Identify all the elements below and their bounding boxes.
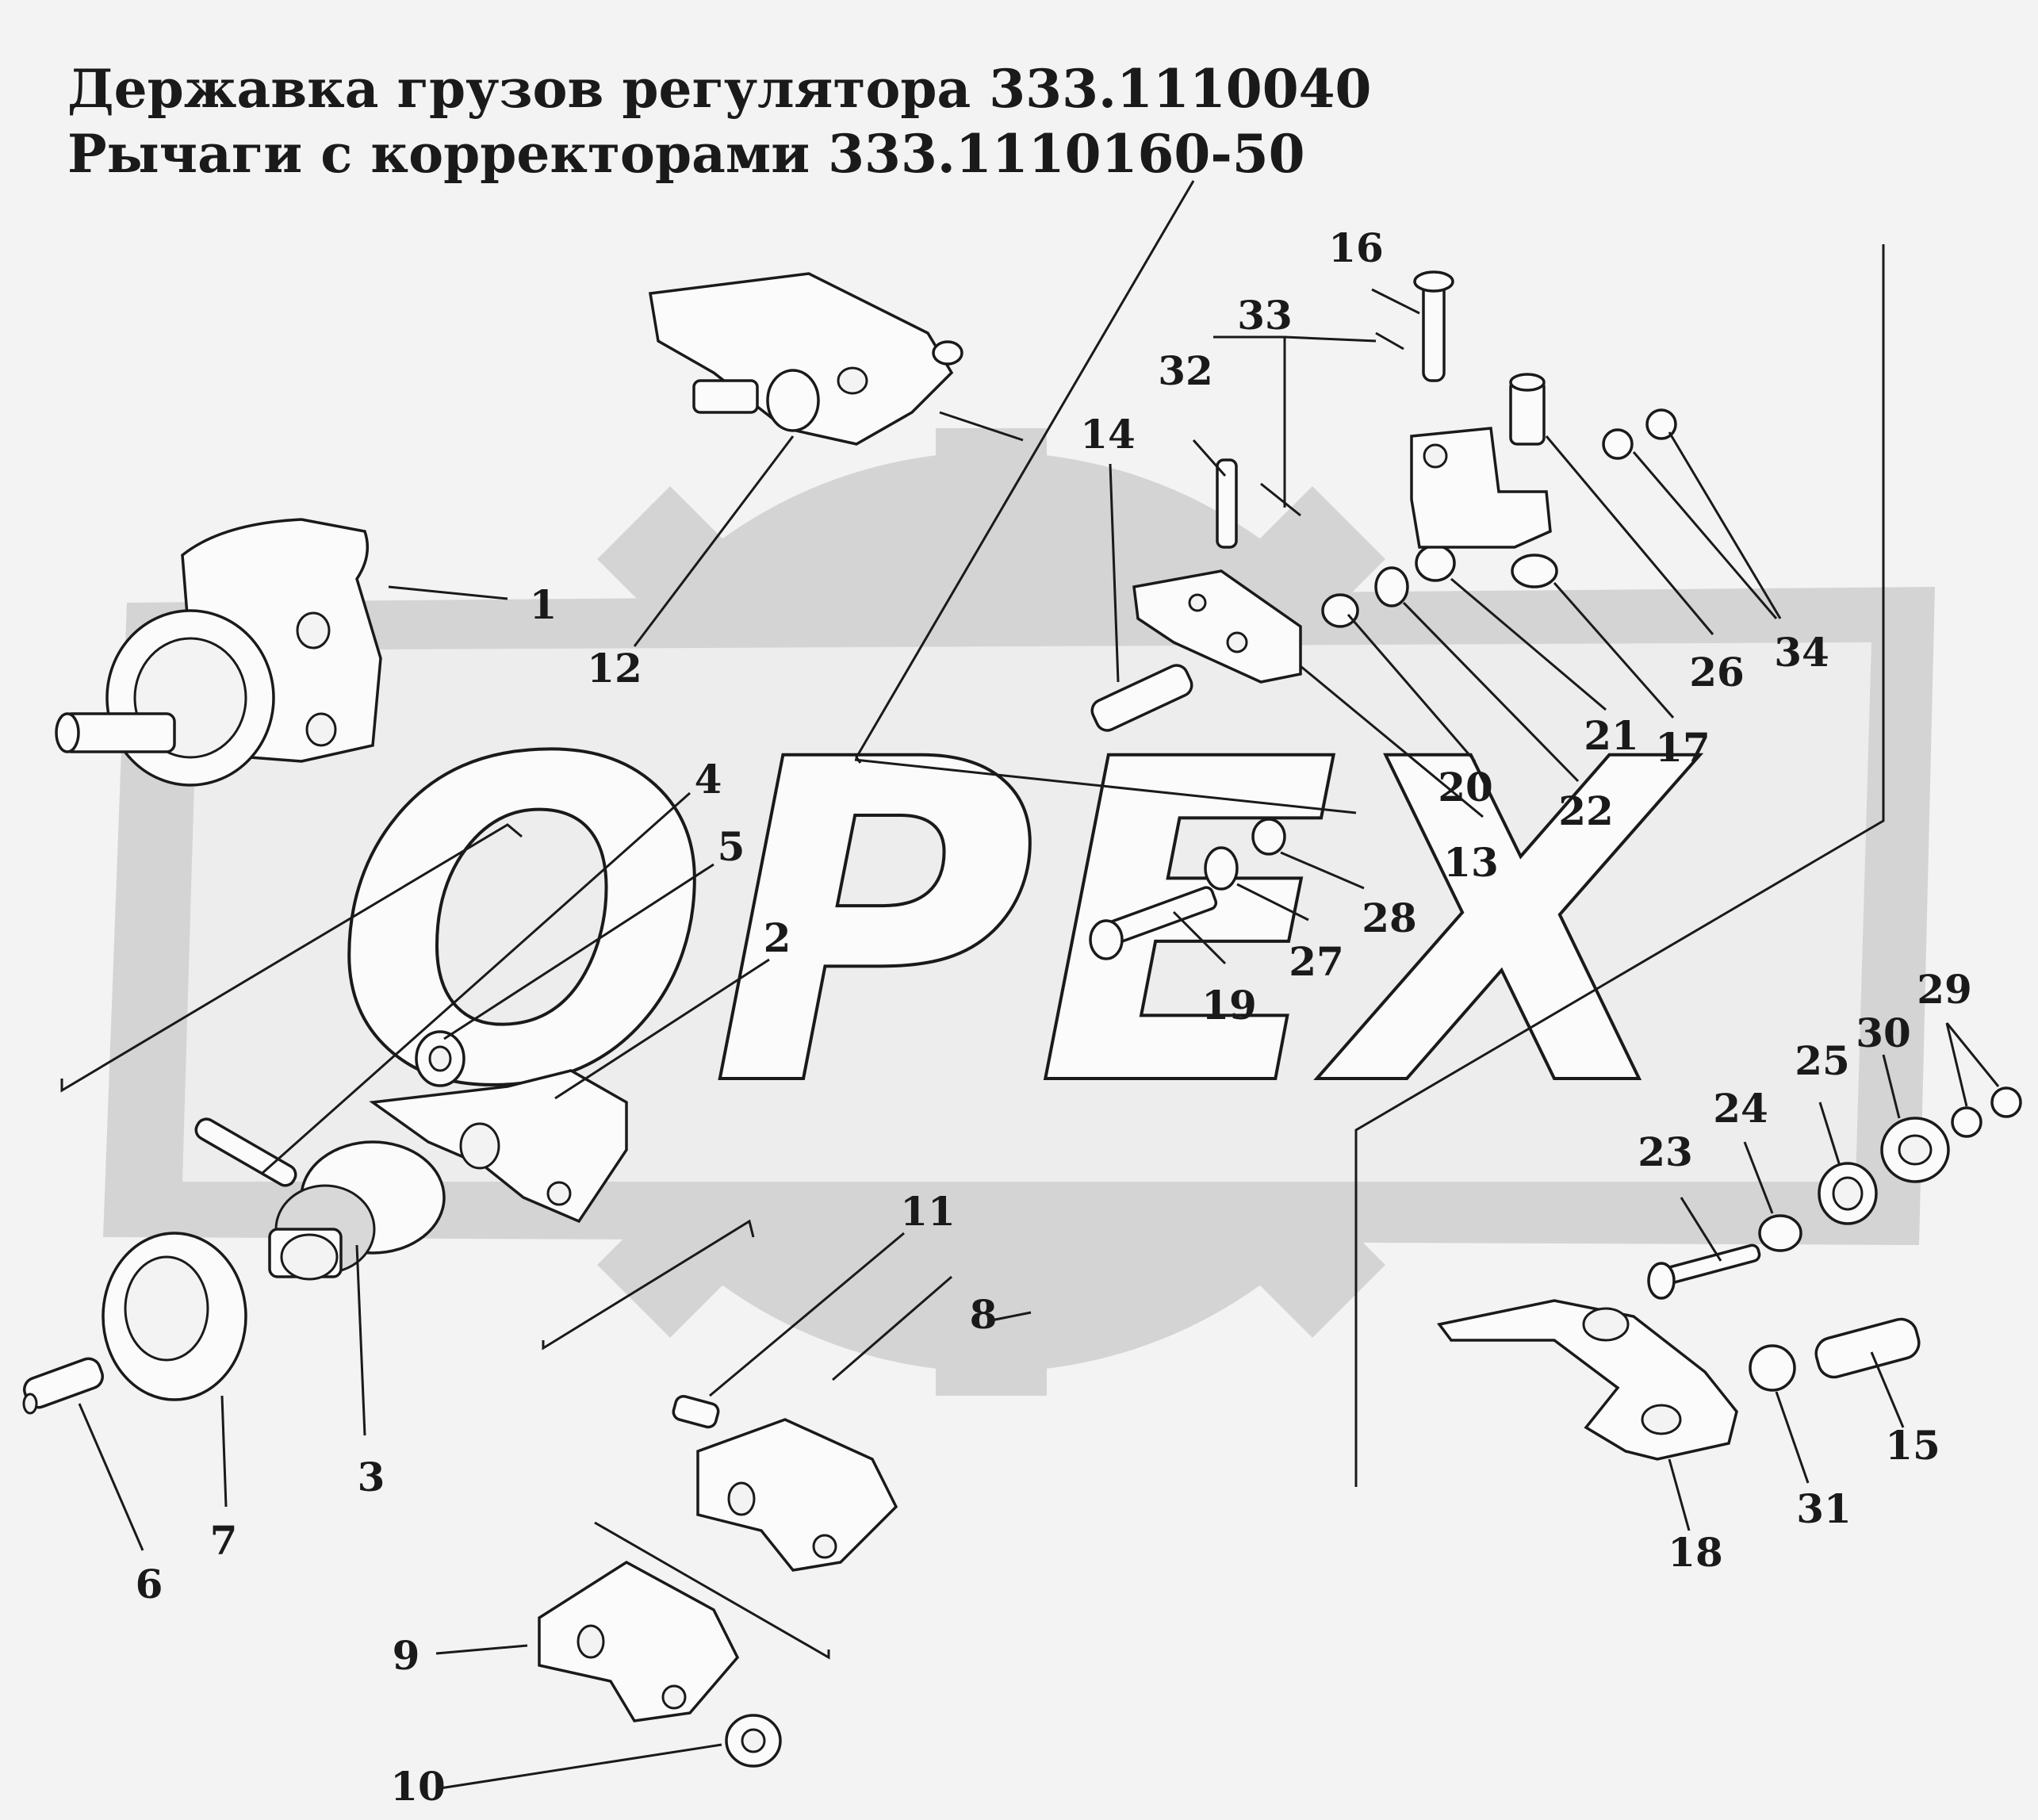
part-9-weight bbox=[538, 1560, 740, 1722]
callout-16: 16 bbox=[1328, 224, 1384, 271]
part-22-cap bbox=[1374, 566, 1409, 607]
part-34-nuts bbox=[1602, 408, 1677, 460]
part-26-bracket bbox=[1410, 427, 1552, 549]
part-7-bearing bbox=[102, 1232, 247, 1401]
part-24-spring bbox=[1758, 1214, 1802, 1252]
callout-7: 7 bbox=[210, 1517, 238, 1564]
callout-17: 17 bbox=[1655, 724, 1710, 771]
callout-2: 2 bbox=[764, 914, 791, 961]
assembly-frames bbox=[60, 180, 1885, 1660]
part-1-weight-holder bbox=[55, 518, 382, 787]
callout-26: 26 bbox=[1689, 649, 1745, 695]
part-27-nut bbox=[1204, 846, 1239, 891]
part-14-pin bbox=[1090, 664, 1193, 732]
part-17-washer bbox=[1511, 554, 1558, 588]
callout-22: 22 bbox=[1558, 787, 1614, 834]
callout-29: 29 bbox=[1917, 966, 1972, 1013]
part-25-bushing bbox=[1818, 1162, 1878, 1225]
part-28-washer bbox=[1251, 818, 1286, 856]
callout-28: 28 bbox=[1362, 895, 1417, 941]
part-16-pin bbox=[1413, 270, 1454, 382]
callouts: 1 2 3 4 5 6 7 8 9 10 11 12 13 14 15 16 1… bbox=[136, 224, 1972, 1810]
callout-32: 32 bbox=[1158, 347, 1213, 394]
leader-lines bbox=[78, 288, 2000, 1790]
callout-4: 4 bbox=[695, 756, 722, 803]
callout-6: 6 bbox=[136, 1561, 163, 1607]
callout-20: 20 bbox=[1438, 764, 1493, 810]
callout-31: 31 bbox=[1796, 1485, 1852, 1532]
part-13-lever bbox=[1132, 569, 1302, 684]
part-4-pin bbox=[194, 1117, 297, 1187]
part-23-screw bbox=[1647, 1243, 1761, 1300]
part-30-nut bbox=[1880, 1117, 1950, 1183]
callout-11: 11 bbox=[900, 1188, 956, 1235]
part-32-pin bbox=[1216, 458, 1238, 549]
callout-8: 8 bbox=[970, 1291, 998, 1338]
callout-21: 21 bbox=[1584, 712, 1639, 759]
callout-14: 14 bbox=[1080, 411, 1136, 458]
callout-9: 9 bbox=[393, 1632, 420, 1679]
part-8-weight bbox=[696, 1418, 898, 1572]
part-15-screw bbox=[1814, 1317, 1921, 1379]
part-2-holder bbox=[369, 1069, 628, 1224]
part-11-pin bbox=[672, 1395, 720, 1429]
callout-23: 23 bbox=[1638, 1128, 1693, 1175]
title-line-1: Державка грузов регулятора 333.1110040 bbox=[67, 58, 1371, 120]
callout-25: 25 bbox=[1795, 1037, 1850, 1084]
part-6-sleeve bbox=[22, 1357, 105, 1415]
part-3-gear bbox=[268, 1140, 446, 1281]
callout-33: 33 bbox=[1237, 292, 1293, 339]
callout-13: 13 bbox=[1443, 839, 1499, 886]
callout-5: 5 bbox=[718, 823, 745, 870]
callout-27: 27 bbox=[1289, 938, 1344, 985]
callout-19: 19 bbox=[1201, 982, 1257, 1029]
part-26-spacer bbox=[1509, 373, 1546, 446]
callout-1: 1 bbox=[530, 581, 557, 628]
part-12-lever-assembly bbox=[648, 272, 963, 446]
part-18-lever bbox=[1436, 1299, 1738, 1461]
callout-34: 34 bbox=[1774, 629, 1829, 676]
part-29-nuts bbox=[1951, 1086, 2022, 1138]
part-31-nut bbox=[1749, 1344, 1796, 1392]
part-33-cotter bbox=[1260, 331, 1404, 517]
part-10-sleeve bbox=[725, 1714, 782, 1768]
part-5-bushing bbox=[415, 1030, 465, 1087]
callout-12: 12 bbox=[587, 645, 642, 692]
part-20-nut bbox=[1321, 593, 1359, 628]
callout-3: 3 bbox=[358, 1454, 385, 1500]
callout-15: 15 bbox=[1885, 1422, 1940, 1469]
part-21-spring bbox=[1415, 544, 1456, 582]
callout-10: 10 bbox=[390, 1763, 446, 1810]
callout-30: 30 bbox=[1856, 1010, 1911, 1056]
callout-18: 18 bbox=[1668, 1529, 1723, 1576]
part-19-screw bbox=[1089, 886, 1218, 960]
callout-24: 24 bbox=[1713, 1085, 1768, 1132]
title-line-2: Рычаги с корректорами 333.1110160-50 bbox=[67, 123, 1305, 185]
